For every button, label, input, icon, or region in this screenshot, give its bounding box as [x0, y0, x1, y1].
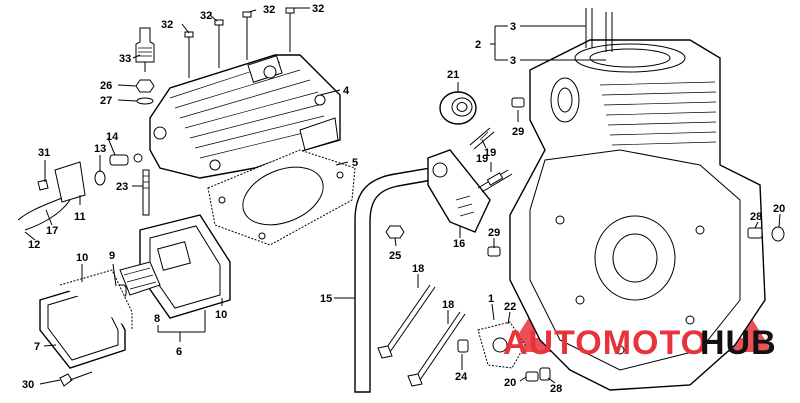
callout-16: 16	[453, 238, 465, 250]
callout-32: 32	[161, 19, 173, 31]
callout-18: 18	[442, 299, 454, 311]
oil-seal	[439, 91, 477, 125]
callout-23: 23	[116, 181, 128, 193]
bracket	[427, 149, 491, 233]
watermark-text-black: HUB	[700, 324, 777, 362]
stop-switch	[17, 153, 143, 231]
callout-33: 33	[119, 53, 131, 65]
callout-1: 1	[488, 293, 494, 305]
callout-11: 11	[74, 211, 86, 223]
cylinder-head	[149, 54, 341, 179]
callout-labels: 32 32 32 32 33 26 27 4 5 2 3 3 21 29 19 …	[22, 3, 785, 395]
watermark-text-red: AUTOMOTO	[503, 324, 708, 362]
head-bolts	[184, 7, 295, 78]
drain-plug-right	[747, 226, 785, 242]
callout-32: 32	[200, 10, 212, 22]
callout-30: 30	[22, 379, 34, 391]
callout-32: 32	[312, 3, 324, 15]
nut-washer	[135, 79, 155, 105]
callout-18: 18	[412, 263, 424, 275]
callout-12: 12	[28, 239, 40, 251]
callout-7: 7	[34, 341, 40, 353]
drain-plug-bottom	[457, 339, 551, 382]
callout-5: 5	[352, 157, 358, 169]
callout-28: 28	[750, 211, 762, 223]
long-bolts	[377, 284, 466, 387]
callout-10: 10	[215, 309, 227, 321]
cover-plate	[477, 321, 526, 369]
callout-9: 9	[109, 250, 115, 262]
callout-28: 28	[550, 383, 562, 395]
callout-2: 2	[475, 39, 481, 51]
studs	[469, 127, 513, 193]
callout-15: 15	[320, 293, 332, 305]
callout-3: 3	[510, 55, 516, 67]
callout-8: 8	[154, 313, 160, 325]
callout-20: 20	[504, 377, 516, 389]
callout-32: 32	[263, 4, 275, 16]
watermark: AUTOMOTO HUB	[503, 324, 777, 362]
callout-20: 20	[773, 203, 785, 215]
callout-13: 13	[94, 143, 106, 155]
callout-6: 6	[176, 346, 182, 358]
callout-21: 21	[447, 69, 459, 81]
callout-24: 24	[455, 371, 468, 383]
callout-19: 19	[484, 147, 496, 159]
callout-17: 17	[46, 225, 58, 237]
callout-19: 19	[476, 153, 488, 165]
callout-10: 10	[76, 252, 88, 264]
callout-25: 25	[389, 250, 401, 262]
breather-assembly	[111, 214, 231, 319]
head-gasket	[207, 149, 356, 246]
cylinder-block	[509, 8, 766, 391]
callout-26: 26	[100, 80, 112, 92]
spark-plug	[135, 27, 155, 72]
leader-lines	[24, 7, 781, 385]
breather-cover	[39, 269, 133, 369]
callout-27: 27	[100, 95, 112, 107]
callout-3: 3	[510, 21, 516, 33]
callout-22: 22	[504, 301, 516, 313]
breather-tube	[354, 167, 433, 393]
callout-31: 31	[38, 147, 50, 159]
stud-bolt	[142, 169, 150, 216]
callout-29: 29	[512, 126, 524, 138]
nut	[385, 225, 405, 239]
callout-14: 14	[106, 131, 119, 143]
callout-4: 4	[343, 85, 350, 97]
callout-29: 29	[488, 227, 500, 239]
cover-bolt	[59, 371, 93, 387]
